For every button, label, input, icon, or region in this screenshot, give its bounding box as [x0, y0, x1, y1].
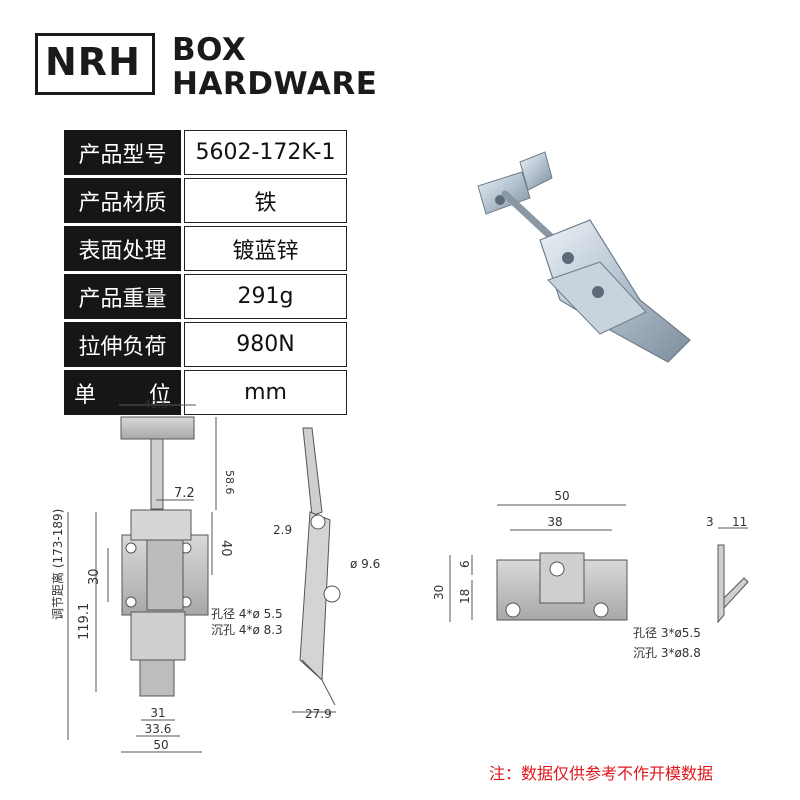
- spec-label-part: 单: [74, 382, 97, 408]
- side-view: [292, 427, 341, 713]
- dim-keeper-width: 50: [554, 489, 569, 503]
- logo-frame: [35, 33, 155, 95]
- front-view: [67, 404, 217, 753]
- dim-top-width: 49.5: [144, 398, 169, 411]
- spec-value: 5602-172K-1: [181, 127, 350, 178]
- counterbore-note: 沉孔 4*ø 8.3: [211, 623, 283, 637]
- dim-side-thickness: 2.9: [273, 523, 292, 537]
- hole-note: 孔径 4*ø 5.5: [211, 607, 283, 621]
- dim-side-bottom: 27.9: [305, 707, 332, 721]
- product-render: [477, 151, 691, 363]
- dim-total-height: 119.1: [77, 603, 92, 640]
- dim-keeper-side-b: 11: [732, 515, 747, 529]
- keeper-side-view: [717, 527, 749, 624]
- brand-line-1: BOX: [172, 32, 247, 68]
- dim-keeper-hole-span: 38: [547, 515, 562, 529]
- dim-side-hole: ø 9.6: [350, 557, 380, 571]
- dim-bottom-3: 50: [153, 738, 168, 752]
- dim-keeper-side-a: 3: [706, 515, 714, 529]
- spec-value: 291g: [181, 271, 350, 322]
- spec-value: 镀蓝锌: [181, 223, 350, 274]
- spec-value: 980N: [181, 319, 350, 370]
- dim-rod-height: 58.6: [223, 470, 236, 495]
- spec-label: 表面处理: [61, 223, 184, 274]
- spec-row-finish: 表面处理 镀蓝锌: [61, 223, 350, 274]
- dim-hole-span: 30: [87, 568, 102, 585]
- spec-row-weight: 产品重量 291g: [61, 271, 350, 322]
- dim-adjust-range: 调节距离 (173-189): [50, 509, 65, 620]
- spec-row-model: 产品型号 5602-172K-1: [61, 127, 350, 178]
- brand-line-2: HARDWARE: [172, 66, 378, 102]
- spec-label: 单位: [61, 367, 184, 418]
- dim-plate-height: 40: [218, 540, 233, 557]
- spec-label: 产品重量: [61, 271, 184, 322]
- logo-mark: NRH: [45, 40, 141, 84]
- footnote: 注：数据仅供参考不作开模数据: [489, 764, 714, 783]
- keeper-counterbore-note: 沉孔 3*ø8.8: [633, 646, 701, 660]
- spec-value: 铁: [181, 175, 350, 226]
- spec-row-load: 拉伸负荷 980N: [61, 319, 350, 370]
- spec-label: 产品材质: [61, 175, 184, 226]
- dim-keeper-height: 30: [432, 585, 446, 600]
- dim-keeper-top-offset: 6: [458, 560, 472, 568]
- dim-bottom-1: 31: [150, 706, 165, 720]
- keeper-view: [449, 504, 628, 622]
- spec-value: mm: [181, 367, 350, 418]
- spec-table: 产品型号 5602-172K-1 产品材质 铁 表面处理 镀蓝锌 产品重量 29…: [61, 127, 350, 418]
- spec-label-part: 位: [148, 382, 171, 408]
- spec-row-unit: 单位 mm: [61, 367, 350, 418]
- dim-bottom-2: 33.6: [145, 722, 172, 736]
- spec-label: 产品型号: [61, 127, 184, 178]
- dim-keeper-hole-offset: 18: [458, 589, 472, 604]
- spec-label: 拉伸负荷: [61, 319, 184, 370]
- dim-rod-offset: 7.2: [174, 486, 195, 501]
- spec-row-material: 产品材质 铁: [61, 175, 350, 226]
- keeper-hole-note: 孔径 3*ø5.5: [633, 626, 701, 640]
